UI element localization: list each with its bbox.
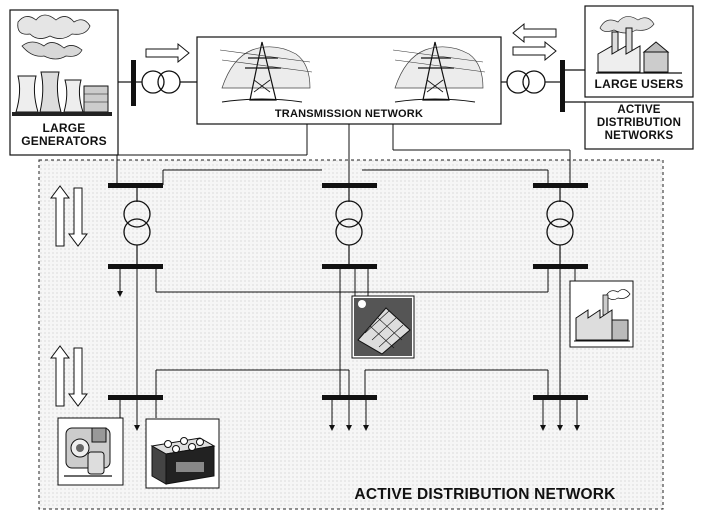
large-users-label: LARGE USERS	[594, 77, 684, 91]
power-flow-arrow-icon	[145, 42, 190, 64]
active-distribution-networks-label: ACTIVE DISTRIBUTION NETWORKS	[596, 104, 682, 142]
hv-busbar	[108, 183, 163, 188]
power-flow-arrow-icon	[512, 40, 557, 62]
transmission-network-label: TRANSMISSION NETWORK	[274, 108, 424, 120]
power-flow-arrow-icon	[50, 185, 88, 247]
users-busbar	[560, 60, 565, 112]
hv-busbar	[322, 183, 377, 188]
mv-busbar	[533, 264, 588, 269]
lv-busbar	[533, 395, 588, 400]
mv-busbar	[322, 264, 377, 269]
hv-busbar	[533, 183, 588, 188]
factory-icon	[569, 280, 634, 348]
transmission-tower-icon	[219, 41, 313, 103]
mv-busbar	[108, 264, 163, 269]
transformer-icon	[546, 188, 574, 264]
lv-busbar	[108, 395, 163, 400]
distribution-network-region	[38, 159, 664, 510]
active-distribution-networks-box	[584, 101, 694, 150]
battery-storage-icon	[145, 418, 220, 489]
transformer-icon	[506, 70, 546, 94]
power-flow-arrow-icon	[512, 22, 557, 44]
transmission-tower-icon	[392, 41, 486, 103]
large-generators-label: LARGE GENERATORS	[21, 121, 107, 149]
large-generators-box	[9, 9, 119, 156]
transformer-icon	[141, 70, 181, 94]
factory-icon	[596, 16, 682, 74]
transformer-icon	[335, 188, 363, 264]
microturbine-icon	[57, 417, 124, 486]
power-plant-icon	[12, 14, 112, 116]
solar-panel-icon	[351, 295, 415, 359]
generator-busbar	[131, 60, 136, 106]
lv-busbar	[322, 395, 377, 400]
active-distribution-network-label: ACTIVE DISTRIBUTION NETWORK	[354, 486, 616, 503]
transformer-icon	[123, 188, 151, 264]
power-flow-arrow-icon	[50, 345, 88, 407]
